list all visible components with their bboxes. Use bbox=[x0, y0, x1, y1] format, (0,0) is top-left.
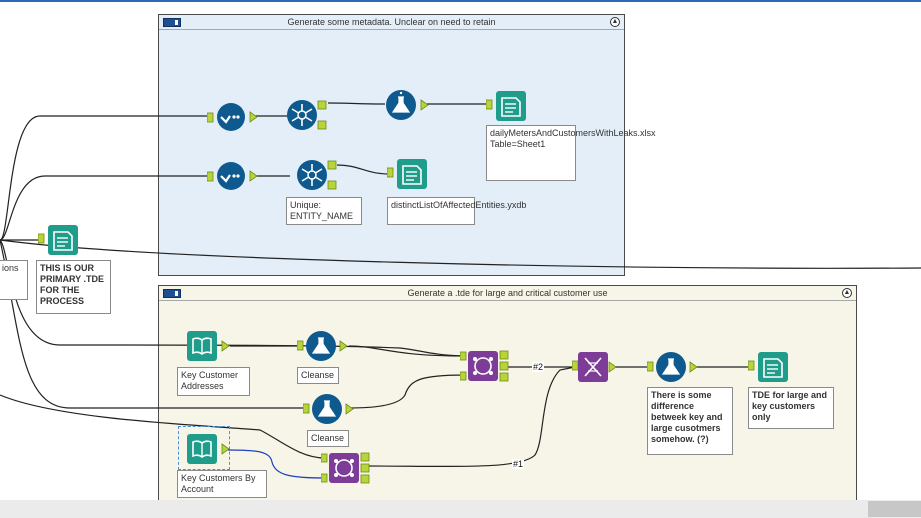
output-icon bbox=[748, 352, 788, 382]
dna-icon bbox=[572, 352, 616, 382]
container-header[interactable]: Generate some metadata. Unclear on need … bbox=[159, 15, 624, 30]
select-icon bbox=[207, 162, 257, 190]
input-tool[interactable] bbox=[186, 330, 230, 362]
scrollbar-thumb[interactable] bbox=[868, 501, 921, 517]
join-icon bbox=[321, 452, 370, 484]
unique-tool[interactable] bbox=[296, 159, 342, 193]
top-window-border bbox=[0, 0, 921, 2]
container-tag-icon bbox=[163, 289, 181, 298]
selection-box bbox=[178, 426, 230, 470]
select-icon bbox=[207, 103, 257, 131]
annotation-key-addresses: Key Customer Addresses bbox=[177, 367, 250, 396]
collapse-icon[interactable]: ▲ bbox=[842, 288, 852, 298]
container-header[interactable]: Generate a .tde for large and critical c… bbox=[159, 286, 856, 301]
join-icon bbox=[460, 350, 509, 382]
annotation-primary-tde: THIS IS OUR PRIMARY .TDE FOR THE PROCESS bbox=[36, 260, 111, 314]
output-tool[interactable] bbox=[387, 158, 431, 190]
output-tool[interactable] bbox=[748, 351, 792, 383]
annotation-cleanse: Cleanse bbox=[307, 430, 349, 447]
wire-label: #2 bbox=[532, 362, 545, 372]
output-tool[interactable] bbox=[38, 224, 82, 256]
horizontal-scrollbar[interactable] bbox=[0, 500, 921, 518]
formula-icon bbox=[386, 90, 429, 120]
annotation-distinct: distinctListOfAffectedEntities.yxdb bbox=[387, 197, 526, 225]
wire-label: #1 bbox=[512, 459, 525, 469]
join-tool[interactable] bbox=[321, 452, 371, 486]
output-icon bbox=[387, 159, 427, 189]
container-title: Generate a .tde for large and critical c… bbox=[407, 288, 608, 298]
formula-tool[interactable] bbox=[303, 393, 357, 425]
collapse-icon[interactable]: ▲ bbox=[610, 17, 620, 27]
annotation-output-file: dailyMetersAndCustomersWithLeaks.xlsx Ta… bbox=[486, 125, 656, 181]
formula-icon bbox=[647, 352, 698, 382]
annotation-left-partial: ions bbox=[0, 260, 28, 300]
input-icon bbox=[187, 434, 230, 464]
union-tool[interactable] bbox=[572, 351, 616, 383]
formula-tool[interactable] bbox=[647, 351, 701, 383]
unique-tool[interactable] bbox=[286, 99, 332, 133]
formula-tool[interactable] bbox=[385, 89, 431, 121]
formula-icon bbox=[297, 331, 348, 361]
output-tool[interactable] bbox=[486, 90, 530, 122]
annotation-unique: Unique: ENTITY_NAME bbox=[286, 197, 362, 225]
annotation-cleanse: Cleanse bbox=[297, 367, 339, 384]
input-tool-selected[interactable] bbox=[186, 433, 230, 465]
formula-tool[interactable] bbox=[297, 330, 351, 362]
output-icon bbox=[486, 91, 526, 121]
input-icon bbox=[187, 331, 230, 361]
annotation-key-by-account: Key Customers By Account bbox=[177, 470, 267, 498]
join-tool[interactable] bbox=[460, 350, 510, 384]
container-tag-icon bbox=[163, 18, 181, 27]
container-title: Generate some metadata. Unclear on need … bbox=[287, 17, 496, 27]
select-tool[interactable] bbox=[207, 102, 257, 132]
unique-icon bbox=[297, 160, 337, 190]
annotation-difference: There is some difference betweek key and… bbox=[647, 387, 733, 455]
formula-icon bbox=[303, 394, 354, 424]
annotation-tde-output: TDE for large and key customers only bbox=[748, 387, 834, 429]
unique-icon bbox=[287, 100, 327, 130]
output-icon bbox=[38, 225, 78, 255]
select-tool[interactable] bbox=[207, 161, 257, 191]
